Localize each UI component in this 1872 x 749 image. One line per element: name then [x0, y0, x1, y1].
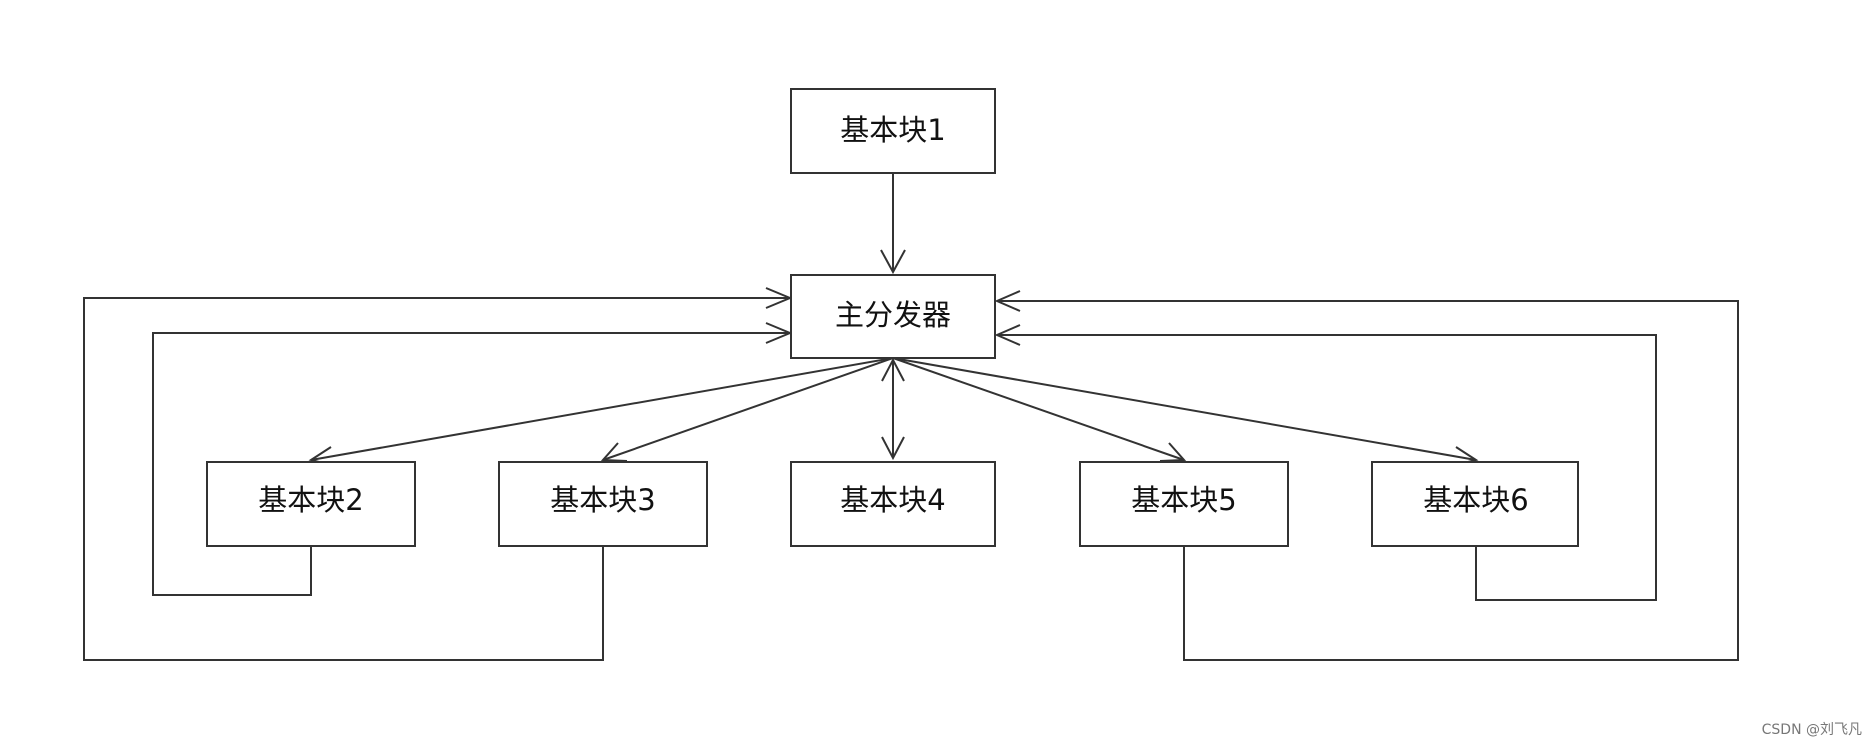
node-block5: 基本块5 [1079, 461, 1289, 547]
edge-dispatcher-to-block3 [602, 357, 894, 461]
node-block4: 基本块4 [790, 461, 996, 547]
edge-dispatcher-to-block6 [892, 357, 1477, 461]
node-block2-label: 基本块2 [258, 483, 363, 517]
node-dispatcher-label: 主分发器 [835, 298, 951, 332]
node-block4-label: 基本块4 [840, 483, 945, 517]
connector-lines [83, 173, 1739, 661]
arrowhead-left-icon [994, 324, 1021, 346]
arrowhead-left-icon [994, 290, 1021, 312]
edge-block2-to-dispatcher [152, 332, 788, 596]
node-block1-label: 基本块1 [840, 113, 945, 147]
arrowhead-down-left-icon [600, 442, 628, 462]
arrowhead-down-right-icon [1159, 442, 1187, 462]
node-block1: 基本块1 [790, 88, 996, 174]
node-block3: 基本块3 [498, 461, 708, 547]
arrowhead-up-icon [881, 357, 905, 382]
node-block6: 基本块6 [1371, 461, 1579, 547]
arrowhead-down-icon [881, 436, 905, 461]
edge-dispatcher-to-block2 [310, 357, 894, 461]
node-block2: 基本块2 [206, 461, 416, 547]
edge-dispatcher-to-block5 [892, 357, 1185, 461]
node-block5-label: 基本块5 [1131, 483, 1236, 517]
edge-block3-to-dispatcher [83, 297, 788, 661]
watermark: CSDN @刘飞凡 [1761, 722, 1862, 738]
arrowhead-down-icon [880, 249, 906, 275]
node-block6-label: 基本块6 [1423, 483, 1528, 517]
node-block3-label: 基本块3 [550, 483, 655, 517]
edge-block5-to-dispatcher [998, 300, 1739, 661]
node-dispatcher: 主分发器 [790, 274, 996, 359]
edge-block6-to-dispatcher [998, 334, 1657, 601]
